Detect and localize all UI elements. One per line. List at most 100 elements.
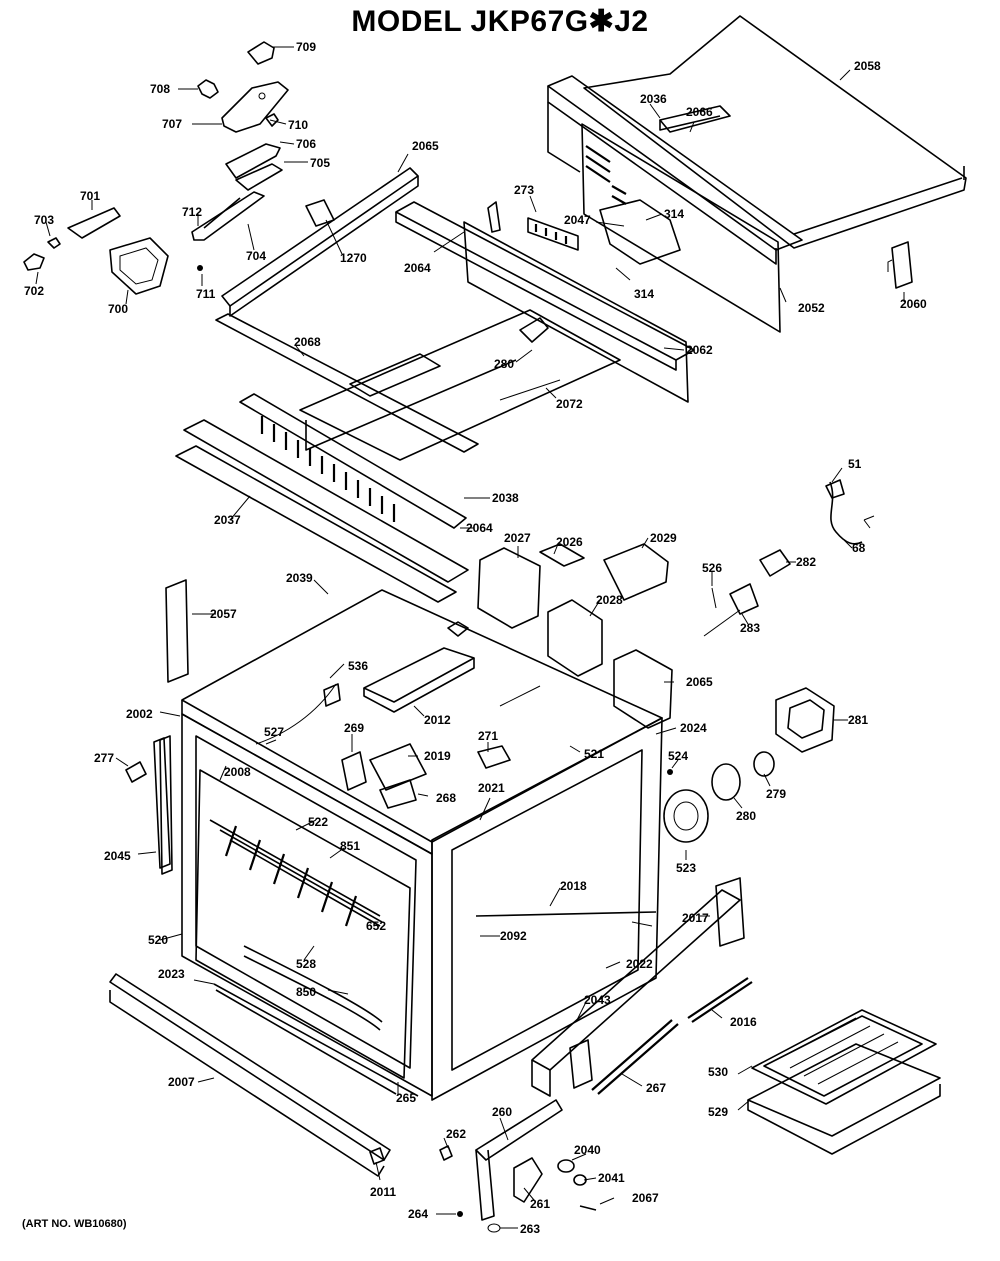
light-and-fan-components bbox=[663, 687, 835, 843]
callout-265: 265 bbox=[396, 1091, 416, 1105]
model-title: MODEL JKP67G✱J2 bbox=[351, 5, 649, 38]
callout-2011: 2011 bbox=[370, 1185, 396, 1199]
callout-706: 706 bbox=[296, 137, 316, 151]
callout-2068: 2068 bbox=[294, 335, 321, 349]
callout-2018: 2018 bbox=[560, 879, 587, 893]
side-trim bbox=[125, 737, 171, 869]
callout-2016: 2016 bbox=[730, 1015, 757, 1029]
callout-2038: 2038 bbox=[492, 491, 519, 505]
rear-vent-channel bbox=[175, 393, 469, 603]
callout-279: 279 bbox=[766, 787, 786, 801]
callout-850: 850 bbox=[296, 985, 316, 999]
oven-body bbox=[159, 579, 663, 1101]
callout-264: 264 bbox=[408, 1207, 428, 1221]
callout-2052: 2052 bbox=[798, 301, 825, 315]
callout-2007: 2007 bbox=[168, 1075, 195, 1089]
callout-314-bottom: 314 bbox=[634, 287, 654, 301]
leader-lines bbox=[35, 46, 905, 1229]
callout-273: 273 bbox=[514, 183, 534, 197]
callout-851: 851 bbox=[340, 839, 360, 853]
callout-260: 260 bbox=[492, 1105, 512, 1119]
callout-labels: 709 708 707 710 706 705 701 703 712 702 … bbox=[24, 40, 927, 1236]
callout-2017: 2017 bbox=[682, 911, 709, 925]
callout-2062: 2062 bbox=[686, 343, 713, 357]
callout-708: 708 bbox=[150, 82, 170, 96]
callout-2065-mid: 2065 bbox=[686, 675, 713, 689]
callout-707: 707 bbox=[162, 117, 182, 131]
hinge-parts bbox=[369, 1099, 597, 1233]
callout-281: 281 bbox=[848, 713, 868, 727]
callout-2029: 2029 bbox=[650, 531, 677, 545]
callout-2028: 2028 bbox=[596, 593, 623, 607]
callout-269: 269 bbox=[344, 721, 364, 735]
upper-box-components bbox=[447, 543, 673, 729]
callout-2040: 2040 bbox=[574, 1143, 601, 1157]
wiring-and-sensors bbox=[703, 479, 875, 637]
callout-521: 521 bbox=[584, 747, 604, 761]
callout-282: 282 bbox=[796, 555, 816, 569]
callout-262: 262 bbox=[446, 1127, 466, 1141]
callout-2064: 2064 bbox=[404, 261, 431, 275]
callout-712: 712 bbox=[182, 205, 202, 219]
callout-2036: 2036 bbox=[640, 92, 667, 106]
callout-280-bottom: 280 bbox=[736, 809, 756, 823]
callout-2012: 2012 bbox=[424, 713, 451, 727]
callout-536: 536 bbox=[348, 659, 368, 673]
callout-261: 261 bbox=[530, 1197, 550, 1211]
callout-705: 705 bbox=[310, 156, 330, 170]
callout-51: 51 bbox=[848, 457, 862, 471]
interior-components bbox=[255, 647, 541, 809]
callout-2043: 2043 bbox=[584, 993, 611, 1007]
callout-2065-top: 2065 bbox=[412, 139, 439, 153]
broiler-pan bbox=[747, 1009, 941, 1155]
callout-314-top: 314 bbox=[664, 207, 684, 221]
callout-704: 704 bbox=[246, 249, 266, 263]
callout-520: 520 bbox=[148, 933, 168, 947]
callout-277: 277 bbox=[94, 751, 114, 765]
back-panels bbox=[527, 15, 967, 333]
callout-530: 530 bbox=[708, 1065, 728, 1079]
callout-2057: 2057 bbox=[210, 607, 237, 621]
callout-263: 263 bbox=[520, 1222, 540, 1236]
callout-2024: 2024 bbox=[680, 721, 707, 735]
callout-700: 700 bbox=[108, 302, 128, 316]
callout-2027: 2027 bbox=[504, 531, 531, 545]
callout-2092: 2092 bbox=[500, 929, 527, 943]
callout-2021: 2021 bbox=[478, 781, 505, 795]
callout-528: 528 bbox=[296, 957, 316, 971]
callout-2022: 2022 bbox=[626, 957, 653, 971]
callout-280-top: 280 bbox=[494, 357, 514, 371]
callout-2026: 2026 bbox=[556, 535, 583, 549]
callout-709: 709 bbox=[296, 40, 316, 54]
door-latch-assembly bbox=[23, 41, 289, 295]
callout-526: 526 bbox=[702, 561, 722, 575]
callout-268: 268 bbox=[436, 791, 456, 805]
art-number: (ART NO. WB10680) bbox=[22, 1218, 127, 1230]
callout-702: 702 bbox=[24, 284, 44, 298]
callout-2066: 2066 bbox=[686, 105, 713, 119]
callout-2039: 2039 bbox=[286, 571, 313, 585]
callout-283: 283 bbox=[740, 621, 760, 635]
callout-703: 703 bbox=[34, 213, 54, 227]
callout-2064-mid: 2064 bbox=[466, 521, 493, 535]
callout-527: 527 bbox=[264, 725, 284, 739]
callout-267: 267 bbox=[646, 1081, 666, 1095]
callout-2002: 2002 bbox=[126, 707, 153, 721]
callout-2037: 2037 bbox=[214, 513, 241, 527]
callout-2058: 2058 bbox=[854, 59, 881, 73]
callout-2019: 2019 bbox=[424, 749, 451, 763]
callout-2067: 2067 bbox=[632, 1191, 659, 1205]
callout-529: 529 bbox=[708, 1105, 728, 1119]
callout-701: 701 bbox=[80, 189, 100, 203]
callout-711: 711 bbox=[196, 287, 216, 301]
callout-2023: 2023 bbox=[158, 967, 185, 981]
callout-1270: 1270 bbox=[340, 251, 367, 265]
callout-2008: 2008 bbox=[224, 765, 251, 779]
callout-523: 523 bbox=[676, 861, 696, 875]
callout-710: 710 bbox=[288, 118, 308, 132]
callout-2041: 2041 bbox=[598, 1171, 625, 1185]
top-frame bbox=[215, 201, 695, 461]
callout-2047: 2047 bbox=[564, 213, 591, 227]
